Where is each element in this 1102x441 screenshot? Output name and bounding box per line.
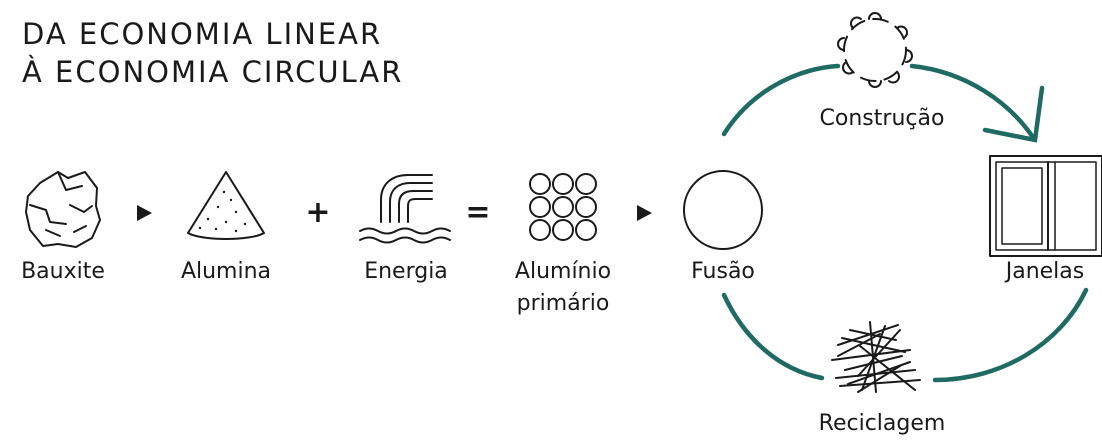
label-construcao: Construção <box>820 106 945 131</box>
arrow-right-icon <box>137 205 152 221</box>
cycle-arc-top-right <box>909 63 1035 139</box>
circle-icon <box>683 170 763 250</box>
puzzle-ring-icon <box>837 12 913 88</box>
label-bauxite: Bauxite <box>21 259 105 284</box>
cycle-arc-top-left <box>721 63 841 137</box>
label-aluminio-line1: Alumínio <box>515 259 611 284</box>
cycle-arc-bottom-left <box>721 292 825 381</box>
label-janelas: Janelas <box>1004 259 1085 284</box>
label-fusao: Fusão <box>691 259 755 284</box>
sand-pile-icon <box>187 171 265 240</box>
circles-grid-icon <box>529 173 597 241</box>
arrow-right-icon <box>637 205 652 221</box>
plus-operator: + <box>305 195 330 230</box>
label-reciclagem: Reciclagem <box>819 411 946 436</box>
window-frame-icon <box>989 155 1102 257</box>
rock-icon <box>25 171 101 248</box>
cycle-arrowhead-icon <box>982 85 1045 143</box>
label-aluminio-line2: primário <box>517 291 610 316</box>
cycle-arc-bottom-right <box>932 287 1089 383</box>
label-alumina: Alumina <box>181 259 271 284</box>
waterfall-icon <box>359 174 451 244</box>
scrap-pile-icon <box>831 321 921 393</box>
title-line-2: À ECONOMIA CIRCULAR <box>22 55 403 89</box>
title-line-1: DA ECONOMIA LINEAR <box>22 17 382 51</box>
equals-operator: = <box>465 195 490 230</box>
label-energia: Energia <box>364 259 448 284</box>
